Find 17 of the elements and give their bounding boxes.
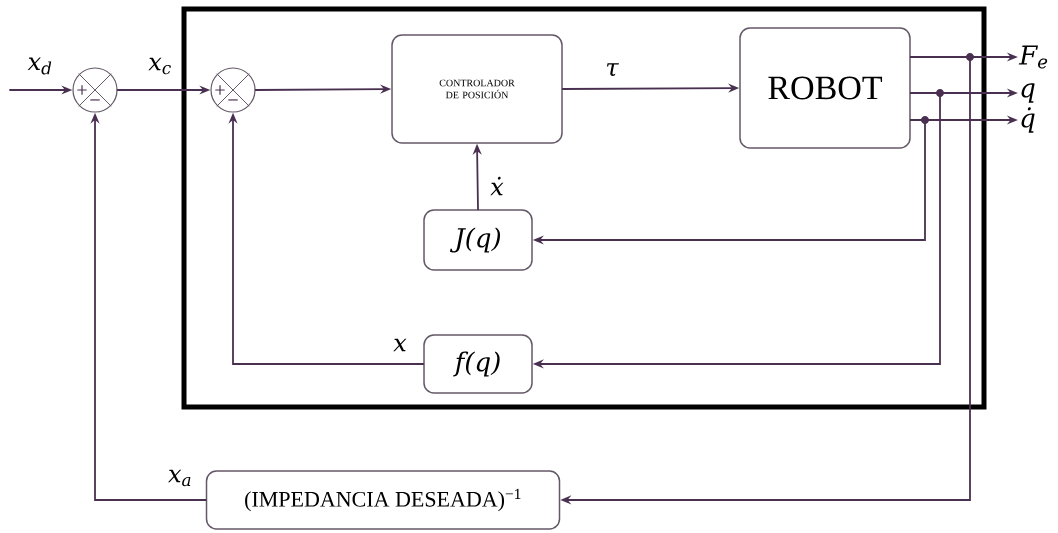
controller-box: CONTROLADOR DE POSICIÓN <box>391 34 563 144</box>
summing-junction: + − <box>72 67 118 113</box>
function-box: J(q) <box>423 209 533 271</box>
output-label: q̇ <box>1021 107 1035 133</box>
edge-label: x$_{c}$ <box>148 57 171 75</box>
function-box: f(q) <box>423 334 533 394</box>
frame-box <box>181 6 987 410</box>
edge-label: x <box>393 338 407 352</box>
impedance-box: (IMPEDANCIA DESEADA)$^{−1}$ <box>205 470 561 530</box>
edge-label: x$_{d}$ <box>27 57 52 75</box>
edge-label: ẋ <box>490 176 504 196</box>
edge-label: x$_{a}$ <box>168 469 191 487</box>
output-label: q <box>1021 83 1035 103</box>
edge-label: τ <box>606 63 619 76</box>
output-label: F$_{e}$ <box>1018 45 1048 69</box>
summing-junction: + − <box>210 67 256 113</box>
robot-box: ROBOT <box>739 27 911 149</box>
